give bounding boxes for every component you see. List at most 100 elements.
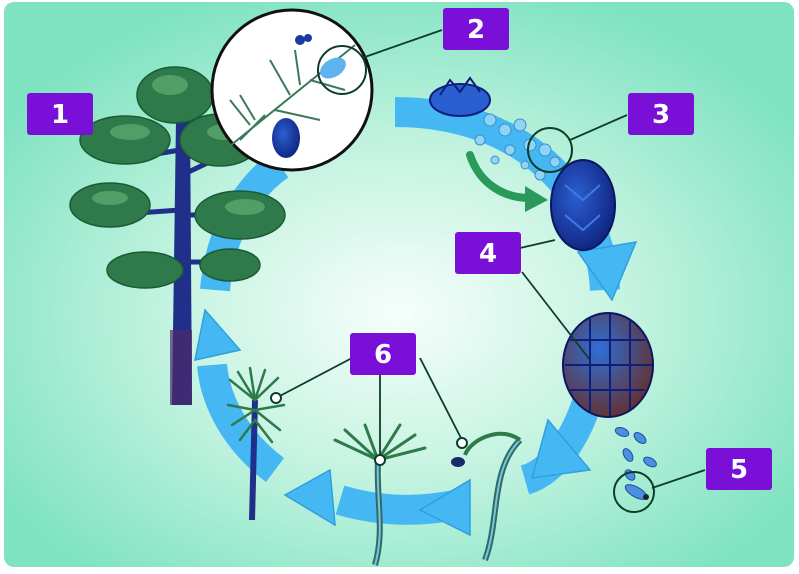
leader-line-6-sapling — [275, 357, 353, 399]
bud — [295, 35, 305, 45]
badge-box — [455, 232, 521, 274]
female-cone-body — [550, 159, 616, 251]
tree-foliage — [79, 115, 171, 165]
label-badge-1[interactable]: 1 — [27, 93, 93, 135]
tree-foliage-highlight — [92, 191, 128, 205]
label-badge-2[interactable]: 2 — [443, 8, 509, 50]
pine-needles — [239, 114, 266, 141]
pine-needles — [274, 109, 321, 121]
sapling-needles — [248, 366, 257, 402]
seed-highlight-ring — [613, 471, 655, 513]
leader-line-4-top — [519, 239, 556, 249]
sapling-needles — [230, 408, 257, 427]
sapling-needles — [228, 378, 257, 402]
pine-needles — [239, 94, 256, 121]
sapling-needles — [236, 370, 257, 402]
label-badge-5[interactable]: 5 — [706, 448, 772, 490]
badge-box — [27, 93, 93, 135]
pine-needles — [309, 79, 346, 91]
pollen-grain — [538, 143, 552, 157]
seed — [633, 432, 647, 444]
tree-foliage-highlight — [225, 199, 265, 215]
label-badge-3[interactable]: 3 — [628, 93, 694, 135]
sapling-stem — [249, 399, 258, 521]
bud — [304, 34, 312, 42]
zoom-highlight-ring — [317, 45, 367, 95]
magnified-branch-view — [210, 8, 374, 172]
pine-needles — [269, 59, 291, 96]
pollen-grain — [490, 155, 500, 165]
pine-needles — [294, 49, 301, 86]
seedling-leaf — [363, 423, 380, 462]
germinating-root-inner — [484, 439, 521, 561]
germinating-seed — [451, 431, 523, 562]
leader-line-2 — [361, 29, 443, 59]
cycle-ring-body — [197, 363, 285, 482]
sapling — [226, 366, 286, 521]
pollination-arrow — [466, 151, 534, 202]
male-cone-highlighted — [320, 57, 346, 79]
badge-label-4: 4 — [479, 239, 497, 269]
label-badge-6[interactable]: 6 — [350, 333, 416, 375]
seed — [622, 448, 634, 462]
badge-box — [350, 333, 416, 375]
seedling-leaf — [343, 428, 380, 462]
badge-box — [443, 8, 509, 50]
badge-label-1: 1 — [51, 100, 69, 130]
leader-line-6-germinating — [419, 357, 463, 441]
leader-line-5 — [651, 469, 706, 489]
young-seedling — [333, 423, 427, 566]
cycle-ring — [194, 97, 638, 537]
pollen-grain — [474, 134, 486, 146]
magnifier-circle — [210, 8, 374, 172]
tree-foliage — [194, 190, 286, 240]
cycle-arrowhead — [530, 418, 592, 479]
female-cone-small — [272, 118, 300, 158]
tree-foliage-highlight — [110, 124, 150, 140]
seedling-leaf — [333, 438, 380, 462]
leader-dot — [270, 392, 282, 404]
sapling-needles — [253, 418, 274, 444]
seedling-leaf — [376, 446, 427, 462]
tree-foliage — [199, 248, 261, 282]
leader-dots — [270, 392, 468, 466]
seed — [643, 456, 657, 468]
seed-cone — [562, 312, 654, 418]
sapling-needles — [226, 403, 257, 412]
seedling-leaf — [376, 423, 402, 462]
pine-needles — [229, 99, 251, 126]
pollen-cone-body — [429, 83, 491, 117]
leader-line-3 — [569, 114, 628, 141]
sapling-needles — [253, 408, 282, 432]
seedling-root-inner — [374, 459, 381, 566]
badge-box — [628, 93, 694, 135]
female-cone-scales — [564, 184, 601, 232]
tree-trunk-base — [170, 330, 192, 405]
sapling-needles — [253, 403, 286, 412]
label-badge-4[interactable]: 4 — [455, 232, 521, 274]
badge-label-2: 2 — [467, 15, 485, 45]
sapling-needles — [253, 368, 267, 402]
pollen-cone — [429, 76, 491, 117]
pollination-arrowhead — [525, 186, 548, 212]
seed-coat — [451, 457, 465, 467]
badge-label-6: 6 — [374, 340, 392, 370]
female-cone — [550, 159, 616, 251]
pollen-grain — [520, 160, 530, 170]
falling-seeds — [614, 427, 657, 481]
pollen-grain — [483, 113, 497, 127]
pollen-grain — [498, 123, 512, 137]
pollen-grain — [549, 156, 561, 168]
pollen-grain — [513, 118, 527, 132]
badge-box — [706, 448, 772, 490]
pollen-grain — [504, 144, 516, 156]
leader-dot — [374, 454, 386, 466]
pollen-grains — [474, 113, 561, 181]
cycle-arrowhead — [194, 308, 242, 361]
cycle-arrowhead — [576, 241, 638, 302]
leader-line-4-bottom — [521, 271, 591, 361]
tree-foliage-highlight — [152, 75, 188, 95]
sapling-needles — [253, 376, 280, 402]
